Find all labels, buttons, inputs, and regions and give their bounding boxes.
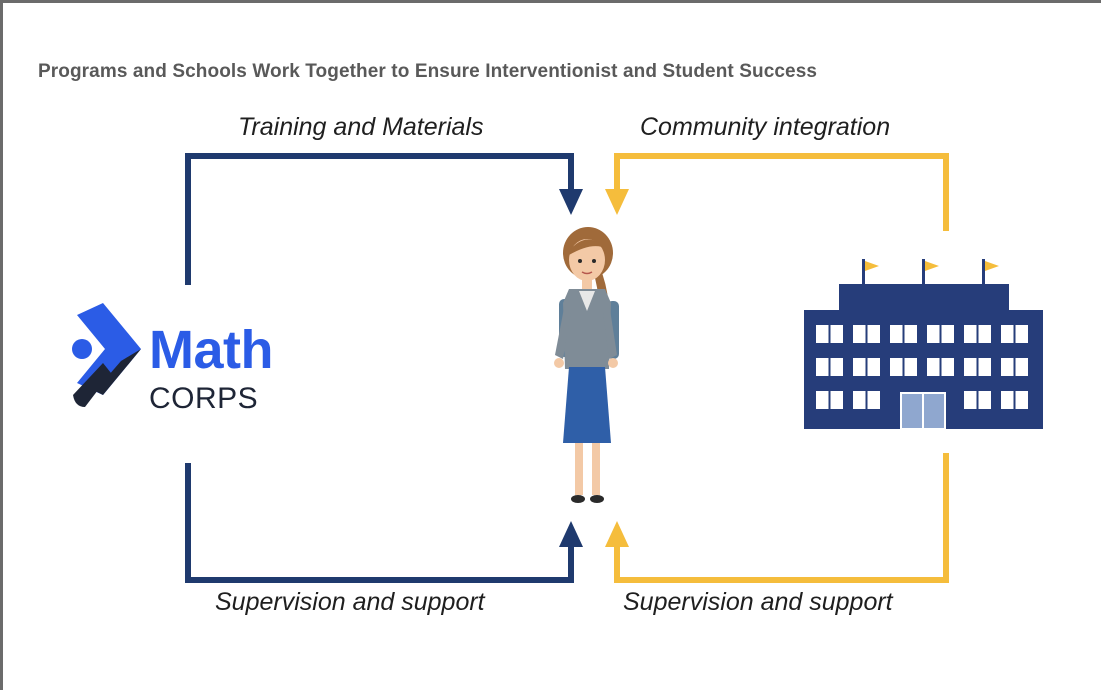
gold-flow-bottom xyxy=(605,453,949,583)
diagram-title: Programs and Schools Work Together to En… xyxy=(38,61,818,82)
chevron-logo-icon xyxy=(72,303,141,407)
flow-label-supervision-right: Supervision and support xyxy=(623,588,893,616)
arrow-up-icon xyxy=(559,521,583,547)
logo-word-math: Math xyxy=(149,320,273,380)
interventionist-person-icon xyxy=(554,227,619,503)
school-building-icon xyxy=(804,259,1043,430)
arrow-down-icon xyxy=(605,189,629,215)
gold-flow-top xyxy=(605,153,949,231)
flow-label-community: Community integration xyxy=(640,113,891,141)
arrow-up-icon xyxy=(605,521,629,547)
flow-label-supervision-left: Supervision and support xyxy=(215,588,485,616)
navy-flow-bottom xyxy=(185,463,583,583)
logo-word-corps: CORPS xyxy=(149,382,259,415)
navy-flow-top xyxy=(185,153,583,285)
arrow-down-icon xyxy=(559,189,583,215)
flow-diagram xyxy=(72,153,1043,583)
flow-label-training: Training and Materials xyxy=(238,113,484,141)
